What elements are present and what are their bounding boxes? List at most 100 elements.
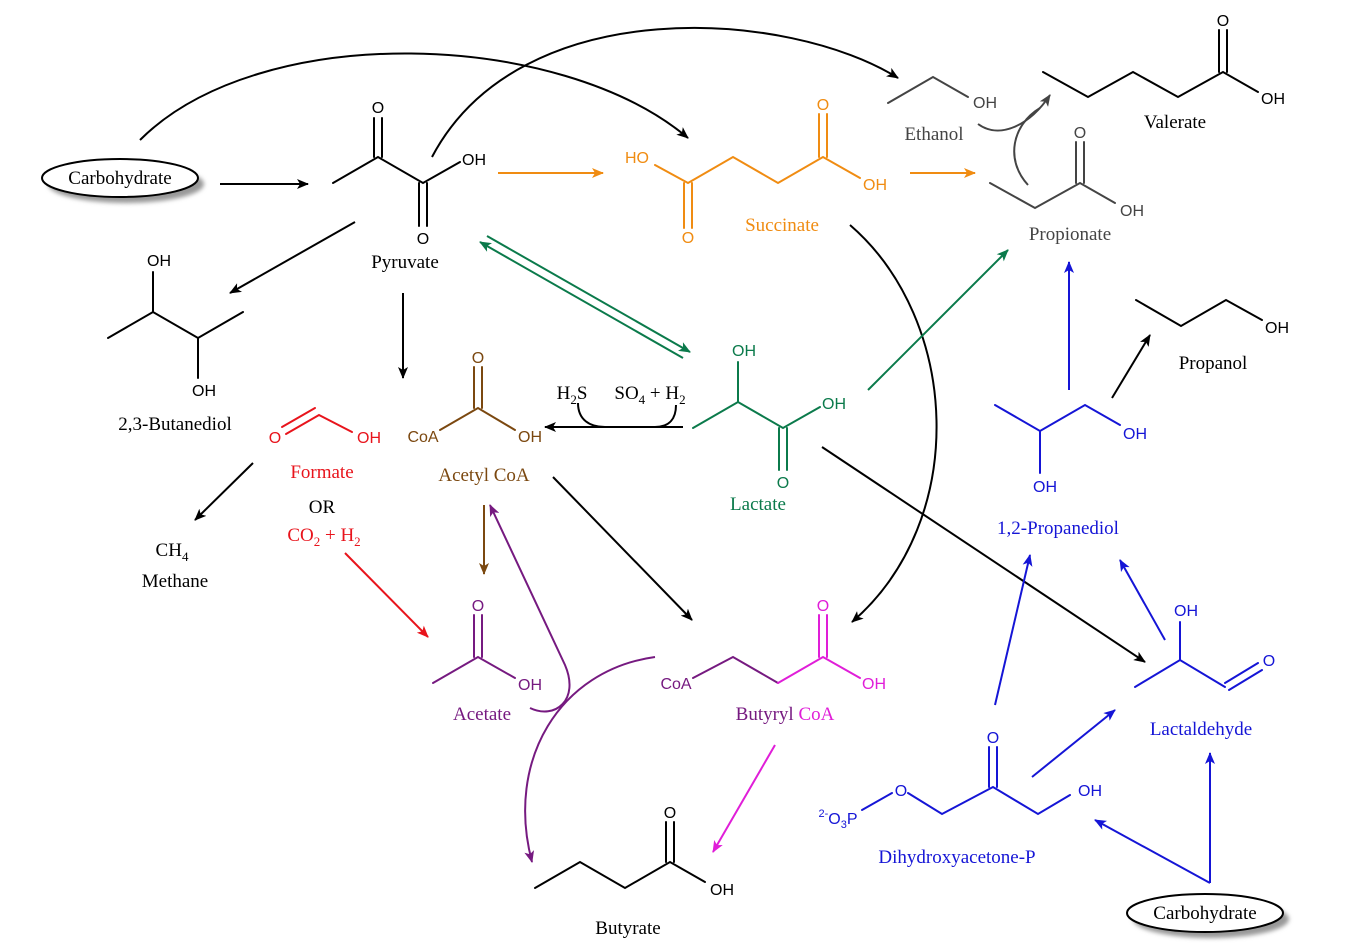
methane-label: Methane xyxy=(142,571,208,592)
acetyl-coa-structure: CoA O OH Acetyl CoA xyxy=(407,350,542,486)
dhap-structure: 2-O3P O O OH Dihydroxyacetone-P xyxy=(818,730,1102,868)
atom-label: O xyxy=(1074,125,1086,142)
atom-label: OH xyxy=(710,882,734,899)
butanediol-label: 2,3-Butanediol xyxy=(118,414,231,435)
acetyl-coa-label: Acetyl CoA xyxy=(438,465,530,486)
butanediol-structure: OH OH 2,3-Butanediol xyxy=(107,253,244,435)
arrow-lactaldehyde-to-propanediol xyxy=(1119,559,1166,641)
carbohydrate-label: Carbohydrate xyxy=(68,168,171,189)
atom-label: O xyxy=(682,230,694,247)
arrow-formate-to-methane xyxy=(194,462,254,521)
arrow-carbohydrate-to-succinate xyxy=(139,52,689,141)
atom-label: O xyxy=(817,97,829,114)
acetate-label: Acetate xyxy=(453,704,511,725)
atom-label: O xyxy=(372,100,384,117)
atom-label: OH xyxy=(863,177,887,194)
propanol-label: Propanol xyxy=(1179,353,1248,374)
atom-label: O xyxy=(817,598,829,615)
atom-label: OH xyxy=(1265,320,1289,337)
atom-label: O xyxy=(417,231,429,248)
butyryl-coa-structure: CoA O OH Butyryl CoA xyxy=(660,598,886,725)
lactate-structure: OH OH O Lactate xyxy=(692,343,846,515)
atom-label: OH xyxy=(973,95,997,112)
atom-label: OH xyxy=(147,253,171,270)
butyryl-coa-label: Butyryl CoA xyxy=(736,704,835,725)
atom-label: O xyxy=(472,350,484,367)
atom-label: OH xyxy=(1261,91,1285,108)
butyrate-label: Butyrate xyxy=(595,918,660,939)
arrow-ethanol-to-valerate xyxy=(977,94,1051,132)
carbohydrate-node-top: Carbohydrate xyxy=(41,158,204,203)
ethanol-structure: OH Ethanol xyxy=(887,75,997,145)
carbohydrate-node-bottom: Carbohydrate xyxy=(1126,893,1289,938)
atom-label: OH xyxy=(1120,203,1144,220)
formate-label: Formate xyxy=(290,462,353,483)
succinate-structure: HO O O OH Succinate xyxy=(625,97,887,247)
atom-label: OH xyxy=(732,343,756,360)
atom-label: OH xyxy=(1033,479,1057,496)
atom-label: OH xyxy=(462,152,486,169)
phosphate-label: 2-O3P xyxy=(818,808,857,831)
arrow-acetate-to-acetyl-coa xyxy=(489,504,571,713)
atom-label: OH xyxy=(357,430,381,447)
lactaldehyde-label: Lactaldehyde xyxy=(1150,719,1252,740)
carbohydrate-label: Carbohydrate xyxy=(1153,903,1256,924)
arrow-acetyl-coa-to-butyryl-coa xyxy=(552,476,693,621)
arrow-lactate-to-pyruvate xyxy=(479,241,684,359)
arrow-dhap-to-lactaldehyde xyxy=(1031,709,1116,778)
co2-h2-label: CO2 + H2 xyxy=(287,525,360,549)
dhap-label: Dihydroxyacetone-P xyxy=(878,847,1035,868)
pyruvate-structure: O OH O Pyruvate xyxy=(332,100,486,273)
atom-label: OH xyxy=(518,677,542,694)
atom-label: OH xyxy=(1174,603,1198,620)
atom-label: O xyxy=(664,805,676,822)
atom-label: O xyxy=(472,598,484,615)
acetate-structure: O OH Acetate xyxy=(432,598,542,725)
methane-formula: CH4 xyxy=(156,540,189,564)
propionate-structure: O OH Propionate xyxy=(989,125,1144,245)
reaction-arrows xyxy=(139,26,1215,884)
arrow-lactate-to-propionate xyxy=(867,249,1009,391)
butyrate-structure: O OH Butyrate xyxy=(534,805,734,939)
arrow-pyruvate-to-butanediol xyxy=(229,221,356,294)
arrow-propanediol-to-propanol xyxy=(1111,334,1151,399)
arrow-succinate-to-butyryl-coa xyxy=(849,224,938,623)
sulfate-reduction-side-arrows xyxy=(577,402,677,428)
h2s-label: H2S xyxy=(557,383,588,407)
arrow-co2-to-acetate xyxy=(344,552,429,638)
propanol-structure: OH Propanol xyxy=(1135,298,1289,374)
arrow-butyryl-coa-to-butyrate-magenta xyxy=(712,744,776,853)
arrow-dhap-to-propanediol xyxy=(994,554,1033,706)
lactate-label: Lactate xyxy=(730,494,786,515)
propanediol-structure: OH OH 1,2-Propanediol xyxy=(994,403,1147,539)
arrow-propionate-to-valerate xyxy=(1013,107,1041,186)
arrow-pyruvate-to-ethanol xyxy=(431,26,899,158)
so4-h2-label: SO4 + H2 xyxy=(614,383,685,407)
atom-label: O xyxy=(1217,13,1229,30)
arrow-carbohydrate-to-dhap xyxy=(1094,819,1211,884)
atom-label: OH xyxy=(862,676,886,693)
valerate-label: Valerate xyxy=(1144,112,1206,133)
atom-label: OH xyxy=(1078,783,1102,800)
atom-label: O xyxy=(1263,653,1275,670)
atom-label: CoA xyxy=(407,429,438,446)
arrow-lactate-to-lactaldehyde xyxy=(821,446,1146,663)
atom-label: OH xyxy=(518,429,542,446)
atom-label: CoA xyxy=(660,676,691,693)
atom-label: OH xyxy=(822,396,846,413)
atom-label: O xyxy=(269,430,281,447)
propanediol-label: 1,2-Propanediol xyxy=(997,518,1119,539)
pyruvate-label: Pyruvate xyxy=(371,252,439,273)
atom-label: HO xyxy=(625,150,649,167)
arrow-pyruvate-to-lactate xyxy=(486,235,691,353)
atom-label: O xyxy=(777,475,789,492)
or-label: OR xyxy=(309,497,336,518)
atom-label: O xyxy=(987,730,999,747)
ethanol-label: Ethanol xyxy=(904,124,963,145)
formate-structure: O OH Formate xyxy=(269,407,381,483)
valerate-structure: O OH Valerate xyxy=(1042,13,1285,133)
lactaldehyde-structure: OH O Lactaldehyde xyxy=(1134,603,1275,740)
atom-label: OH xyxy=(192,383,216,400)
propionate-label: Propionate xyxy=(1029,224,1111,245)
